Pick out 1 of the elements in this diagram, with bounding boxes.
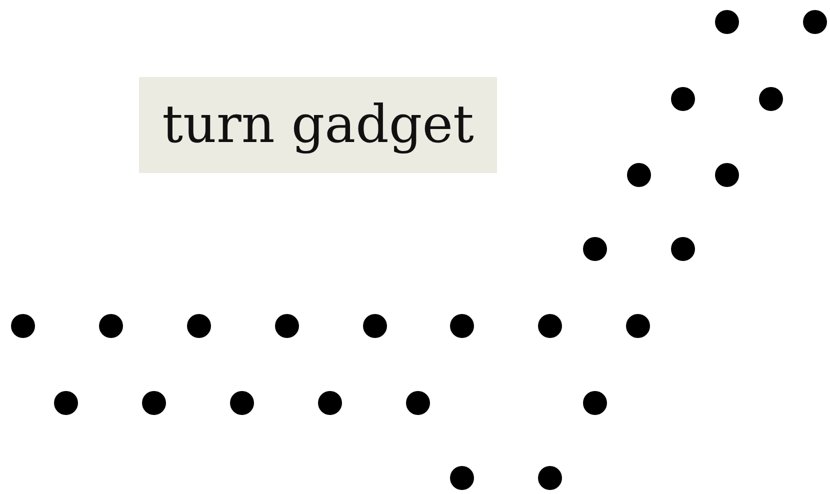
gadget-label: turn gadget [139,77,497,173]
